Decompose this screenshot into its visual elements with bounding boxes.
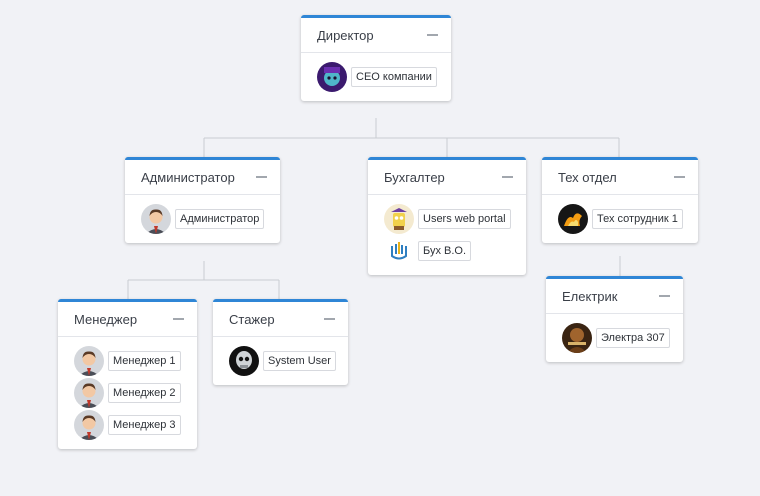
node-title: Бухгалтер: [384, 169, 445, 185]
collapse-icon[interactable]: [674, 176, 685, 178]
node-title: Електрик: [562, 288, 618, 304]
member-name: Менеджер 3: [108, 415, 181, 435]
member-item[interactable]: Users web portal: [384, 203, 514, 235]
skull-avatar-icon: [229, 346, 259, 376]
node-members: Администратор: [125, 195, 280, 243]
member-name: Бух В.О.: [418, 241, 472, 261]
collapse-icon[interactable]: [324, 318, 335, 320]
logo-avatar-icon: [384, 236, 414, 266]
node-title: Тех отдел: [558, 169, 617, 185]
node-header: Менеджер: [58, 302, 197, 337]
node-title: Стажер: [229, 311, 275, 327]
member-item[interactable]: Бух В.О.: [384, 235, 514, 267]
member-item[interactable]: Менеджер 2: [74, 377, 185, 409]
member-name: System User: [263, 351, 336, 371]
member-item[interactable]: Администратор: [141, 203, 268, 235]
collapse-icon[interactable]: [173, 318, 184, 320]
node-members: Электра 307: [546, 314, 683, 362]
node-members: System User: [213, 337, 348, 385]
node-header: Електрик: [546, 279, 683, 314]
node-header: Стажер: [213, 302, 348, 337]
member-name: Менеджер 1: [108, 351, 181, 371]
collapse-icon[interactable]: [502, 176, 513, 178]
node-members: CEO компании: [301, 53, 451, 101]
collapse-icon[interactable]: [427, 34, 438, 36]
node-header: Администратор: [125, 160, 280, 195]
businessman-avatar-icon: [74, 410, 104, 440]
node-header: Бухгалтер: [368, 160, 526, 195]
node-accountant[interactable]: Бухгалтер Users web portal Бух В.О.: [368, 157, 526, 275]
node-administrator[interactable]: Администратор Администратор: [125, 157, 280, 243]
member-item[interactable]: Электра 307: [562, 322, 671, 354]
member-name: Электра 307: [596, 328, 670, 348]
node-intern[interactable]: Стажер System User: [213, 299, 348, 385]
node-manager[interactable]: Менеджер Менеджер 1 Менеджер 2 Менеджер …: [58, 299, 197, 449]
node-electrician[interactable]: Електрик Электра 307: [546, 276, 683, 362]
node-header: Директор: [301, 18, 451, 53]
member-name: Users web portal: [418, 209, 511, 229]
member-item[interactable]: Тех сотрудник 1: [558, 203, 686, 235]
member-name: Тех сотрудник 1: [592, 209, 683, 229]
node-title: Администратор: [141, 169, 235, 185]
collapse-icon[interactable]: [659, 295, 670, 297]
node-director[interactable]: Директор CEO компании: [301, 15, 451, 101]
node-members: Менеджер 1 Менеджер 2 Менеджер 3: [58, 337, 197, 449]
businessman-avatar-icon: [74, 346, 104, 376]
node-members: Тех сотрудник 1: [542, 195, 698, 243]
ceo-avatar-icon: [317, 62, 347, 92]
member-item[interactable]: Менеджер 3: [74, 409, 185, 441]
member-name: CEO компании: [351, 67, 437, 87]
node-members: Users web portal Бух В.О.: [368, 195, 526, 275]
member-name: Администратор: [175, 209, 265, 229]
node-title: Менеджер: [74, 311, 138, 327]
businessman-avatar-icon: [74, 378, 104, 408]
fire-avatar-icon: [558, 204, 588, 234]
member-item[interactable]: Менеджер 1: [74, 345, 185, 377]
member-name: Менеджер 2: [108, 383, 181, 403]
node-header: Тех отдел: [542, 160, 698, 195]
collapse-icon[interactable]: [256, 176, 267, 178]
member-item[interactable]: CEO компании: [317, 61, 439, 93]
node-title: Директор: [317, 27, 374, 43]
warrior-avatar-icon: [562, 323, 592, 353]
cartoon-avatar-icon: [384, 204, 414, 234]
member-item[interactable]: System User: [229, 345, 336, 377]
businessman-avatar-icon: [141, 204, 171, 234]
node-tech-department[interactable]: Тех отдел Тех сотрудник 1: [542, 157, 698, 243]
